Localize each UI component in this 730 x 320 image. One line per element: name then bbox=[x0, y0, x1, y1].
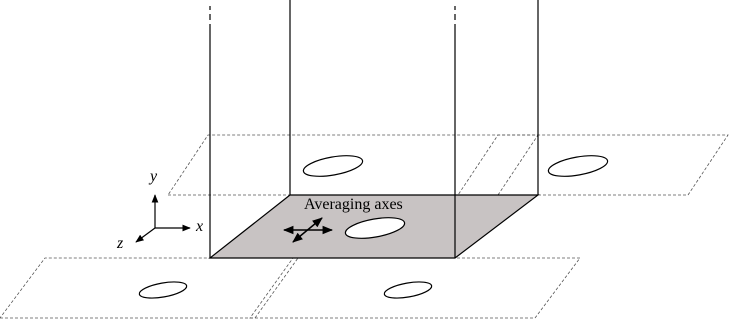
x-axis-label: x bbox=[195, 218, 203, 235]
hole-front-left bbox=[138, 281, 188, 299]
front-right-cell bbox=[249, 257, 581, 319]
y-axis-label: y bbox=[148, 168, 158, 185]
averaging-axes-label: Averaging axes bbox=[304, 196, 403, 213]
z-axis-arrow bbox=[135, 227, 156, 243]
cell-holes bbox=[138, 155, 609, 299]
back-row-cells bbox=[167, 134, 729, 196]
coordinate-axes-icon bbox=[135, 194, 191, 243]
averaging-arrow-z bbox=[292, 217, 323, 243]
hole-center bbox=[344, 217, 406, 239]
hole-back-right bbox=[547, 155, 609, 177]
z-axis-label: z bbox=[116, 235, 124, 252]
front-row-cells bbox=[0, 257, 581, 319]
hole-front-right bbox=[383, 281, 433, 299]
averaging-arrows-icon bbox=[282, 217, 334, 243]
back-right-cell bbox=[457, 134, 729, 196]
hole-back-left bbox=[302, 155, 364, 177]
front-left-cell bbox=[0, 257, 299, 319]
column-lines bbox=[209, 0, 539, 258]
